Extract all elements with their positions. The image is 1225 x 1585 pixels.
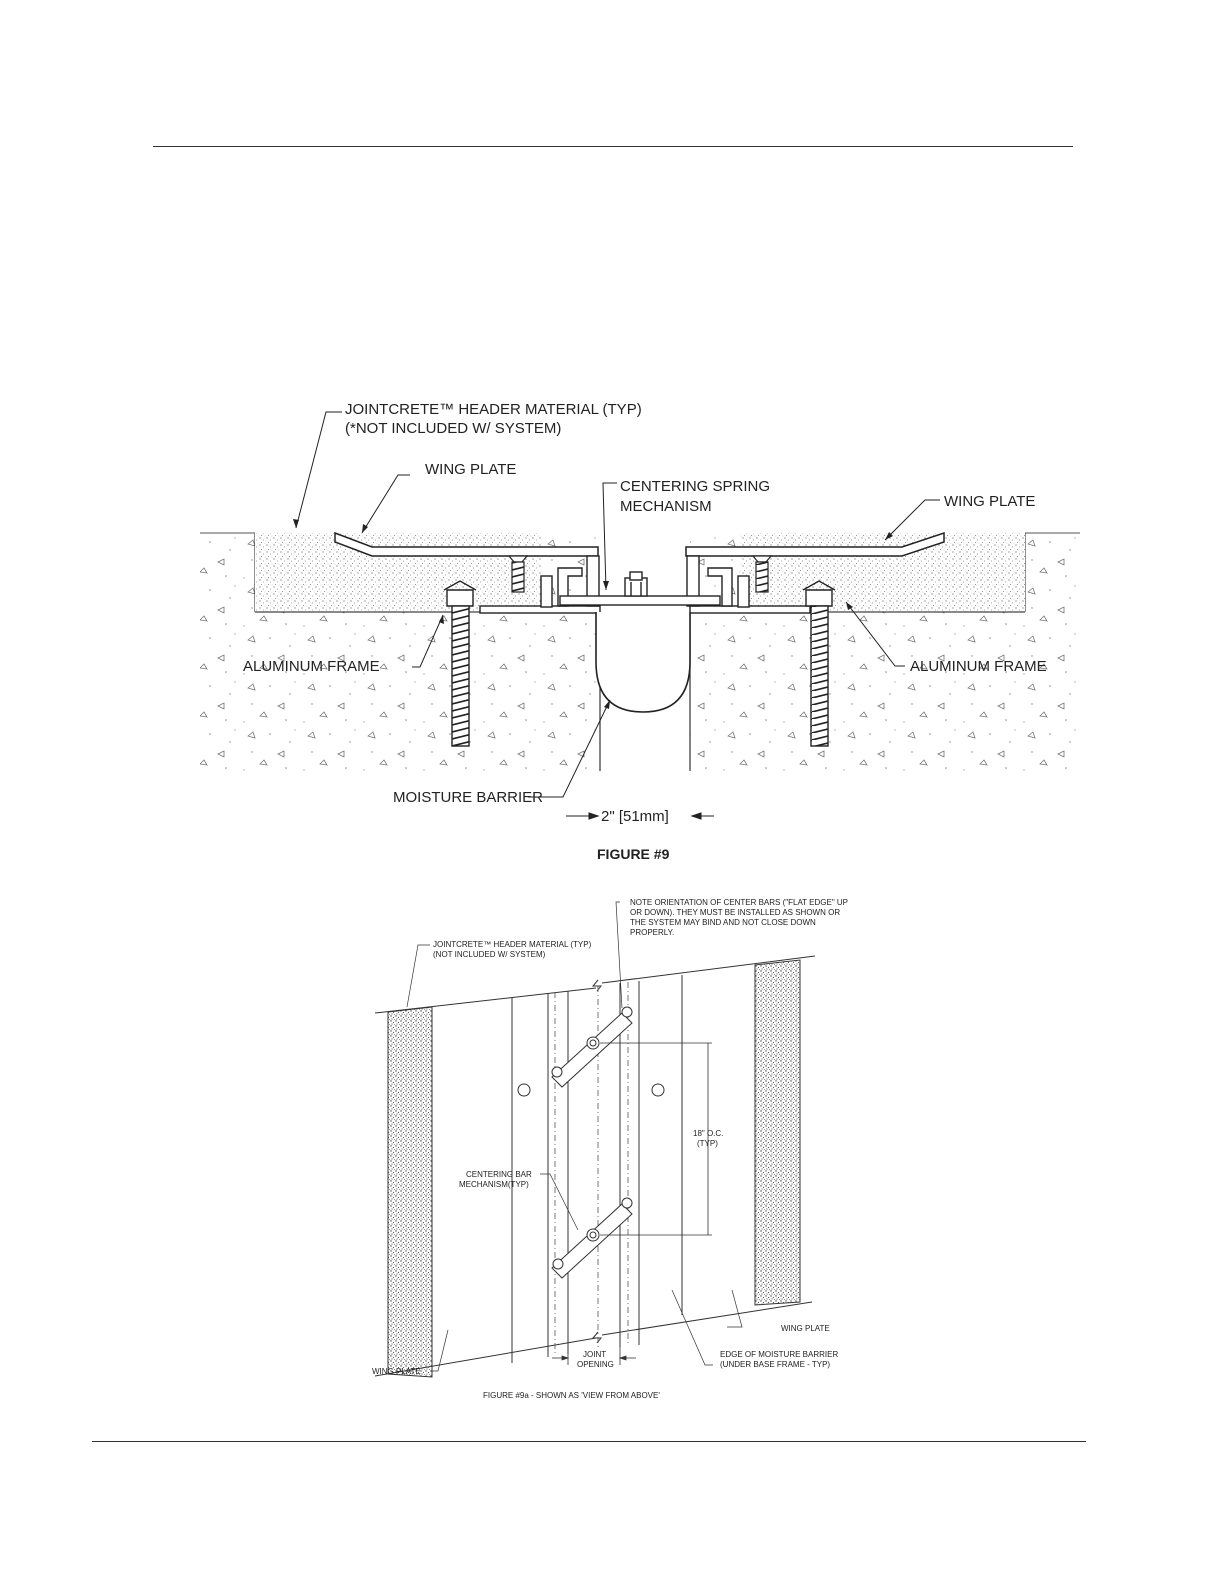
wing-plate-right-label: WING PLATE — [781, 1324, 830, 1333]
label-header-material-line2: (*NOT INCLUDED W/ SYSTEM) — [345, 420, 561, 437]
moisture-barrier — [595, 612, 691, 713]
spacing-dimension — [600, 1042, 712, 1236]
label-centering-spring-line1: CENTERING SPRING — [620, 478, 770, 495]
joint-opening-dimension — [552, 1345, 636, 1365]
bottom-rule — [92, 1441, 1086, 1442]
leader-arrowheads — [293, 519, 893, 709]
aluminum-frame-left — [479, 555, 601, 614]
spacing-label-line2: (TYP) — [697, 1139, 718, 1148]
figure-9-section-diagram: JOINTCRETE™ HEADER MATERIAL (TYP) (*NOT … — [200, 401, 1080, 862]
centering-spring-mechanism — [559, 571, 721, 606]
header-label-line1: JOINTCRETE™ HEADER MATERIAL (TYP) — [433, 940, 592, 949]
figure-9a-plan-diagram: NOTE ORIENTATION OF CENTER BARS ("FLAT E… — [372, 898, 848, 1400]
label-header-material-line1: JOINTCRETE™ HEADER MATERIAL (TYP) — [345, 401, 642, 418]
anchor-bolt-left — [443, 580, 477, 747]
wing-plate-hole-left — [517, 1083, 531, 1097]
label-aluminum-frame-right: ALUMINUM FRAME — [910, 658, 1047, 675]
plan-leader-lines — [406, 901, 743, 1372]
joint-opening-label-line2: OPENING — [577, 1360, 614, 1369]
figure-9-caption: FIGURE #9 — [597, 846, 670, 862]
wing-plate-hole-right — [651, 1083, 665, 1097]
note-line1: NOTE ORIENTATION OF CENTER BARS ("FLAT E… — [630, 898, 848, 907]
centering-bar-label-line1: CENTERING BAR — [466, 1170, 532, 1179]
plan-centerlines — [554, 982, 629, 1356]
centering-bar-lower — [551, 1197, 633, 1279]
label-centering-spring-line2: MECHANISM — [620, 498, 712, 515]
label-aluminum-frame-left: ALUMINUM FRAME — [243, 658, 380, 675]
dimension-2-inch — [566, 812, 714, 820]
note-line3: THE SYSTEM MAY BIND AND NOT CLOSE DOWN — [630, 918, 816, 927]
label-moisture-barrier: MOISTURE BARRIER — [393, 789, 543, 806]
aluminum-frame-right — [686, 555, 811, 614]
note-line4: PROPERLY. — [630, 928, 674, 937]
joint-opening-label-line1: JOINT — [583, 1350, 606, 1359]
label-wing-plate-left: WING PLATE — [425, 461, 516, 478]
header-label-line2: (NOT INCLUDED W/ SYSTEM) — [433, 950, 546, 959]
edge-barrier-label-line1: EDGE OF MOISTURE BARRIER — [720, 1350, 838, 1359]
wing-plate-left-label: WING PLATE — [372, 1367, 421, 1376]
header-material — [255, 533, 1025, 613]
header-strip-left — [387, 1006, 433, 1378]
countersunk-screws — [507, 555, 773, 593]
leader-lines — [295, 411, 940, 798]
plan-vertical-lines — [431, 965, 756, 1375]
header-strip-right — [754, 959, 801, 1306]
figure-9a-caption: FIGURE #9a - SHOWN AS 'VIEW FROM ABOVE' — [483, 1391, 660, 1400]
anchor-bolt-right — [802, 580, 836, 747]
wing-plate-right — [685, 531, 945, 557]
label-dimension: 2" [51mm] — [601, 808, 669, 825]
note-line2: OR DOWN). THEY MUST BE INSTALLED AS SHOW… — [630, 908, 840, 917]
plan-edges — [374, 955, 816, 1377]
spacing-label-line1: 18" O.C. — [693, 1129, 723, 1138]
edge-barrier-label-line2: (UNDER BASE FRAME - TYP) — [720, 1360, 830, 1369]
label-wing-plate-right: WING PLATE — [944, 493, 1035, 510]
top-rule — [153, 146, 1073, 147]
centering-bar-upper — [551, 1006, 633, 1088]
centering-bar-label-line2: MECHANISM(TYP) — [459, 1180, 529, 1189]
